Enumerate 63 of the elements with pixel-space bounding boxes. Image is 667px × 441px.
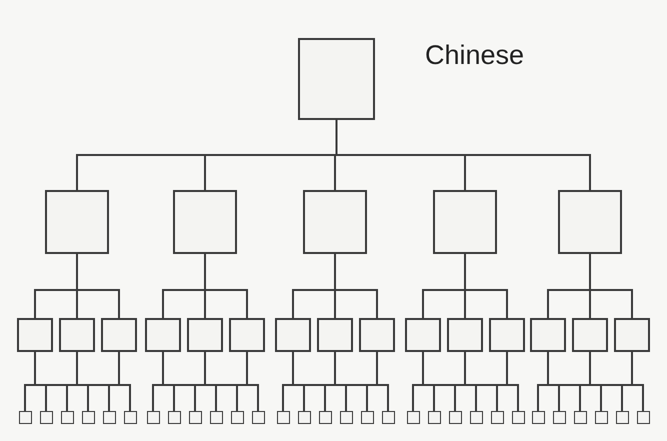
org-box [616, 411, 628, 424]
org-box [360, 411, 374, 424]
org-box [168, 411, 180, 424]
org-box [433, 190, 497, 254]
org-box [102, 411, 116, 424]
org-box [173, 190, 237, 254]
org-box [552, 411, 566, 424]
org-box [318, 411, 332, 424]
connector-line [162, 253, 248, 319]
org-box [276, 411, 290, 424]
org-box [359, 318, 395, 352]
org-box [470, 411, 482, 424]
org-box [572, 318, 608, 352]
org-box [275, 318, 311, 352]
org-box [60, 411, 74, 424]
org-box [303, 190, 367, 254]
connector-line [282, 351, 389, 412]
org-box [82, 411, 94, 424]
org-box [382, 411, 394, 424]
org-box [210, 411, 222, 424]
org-box [298, 38, 375, 120]
org-box [230, 411, 244, 424]
connector-line [76, 119, 591, 191]
org-box [317, 318, 353, 352]
org-box [229, 318, 265, 352]
connector-line [537, 351, 644, 412]
org-box [40, 411, 52, 424]
org-box [406, 411, 420, 424]
org-box [532, 411, 544, 424]
org-box [187, 318, 223, 352]
org-box [188, 411, 202, 424]
org-box [489, 318, 525, 352]
org-box [448, 411, 462, 424]
connector-line [422, 253, 508, 319]
connector-line [292, 253, 378, 319]
org-box [530, 318, 566, 352]
connector-line [152, 351, 259, 412]
org-box [447, 318, 483, 352]
org-box [340, 411, 352, 424]
org-box [146, 411, 160, 424]
org-box [594, 411, 608, 424]
org-box [512, 411, 524, 424]
org-box [614, 318, 650, 352]
org-box [405, 318, 441, 352]
org-box [45, 190, 109, 254]
org-box [18, 411, 32, 424]
org-box [558, 190, 622, 254]
org-box [252, 411, 264, 424]
org-box [574, 411, 586, 424]
org-box [636, 411, 650, 424]
connector-line [34, 253, 120, 319]
connector-line [412, 351, 519, 412]
org-box [59, 318, 95, 352]
org-box [101, 318, 137, 352]
org-box [124, 411, 136, 424]
org-box [298, 411, 310, 424]
connector-line [24, 351, 131, 412]
org-box [17, 318, 53, 352]
connector-line [547, 253, 633, 319]
chart-title-label: Chinese [425, 40, 524, 71]
org-box [428, 411, 440, 424]
org-box [490, 411, 504, 424]
org-box [145, 318, 181, 352]
